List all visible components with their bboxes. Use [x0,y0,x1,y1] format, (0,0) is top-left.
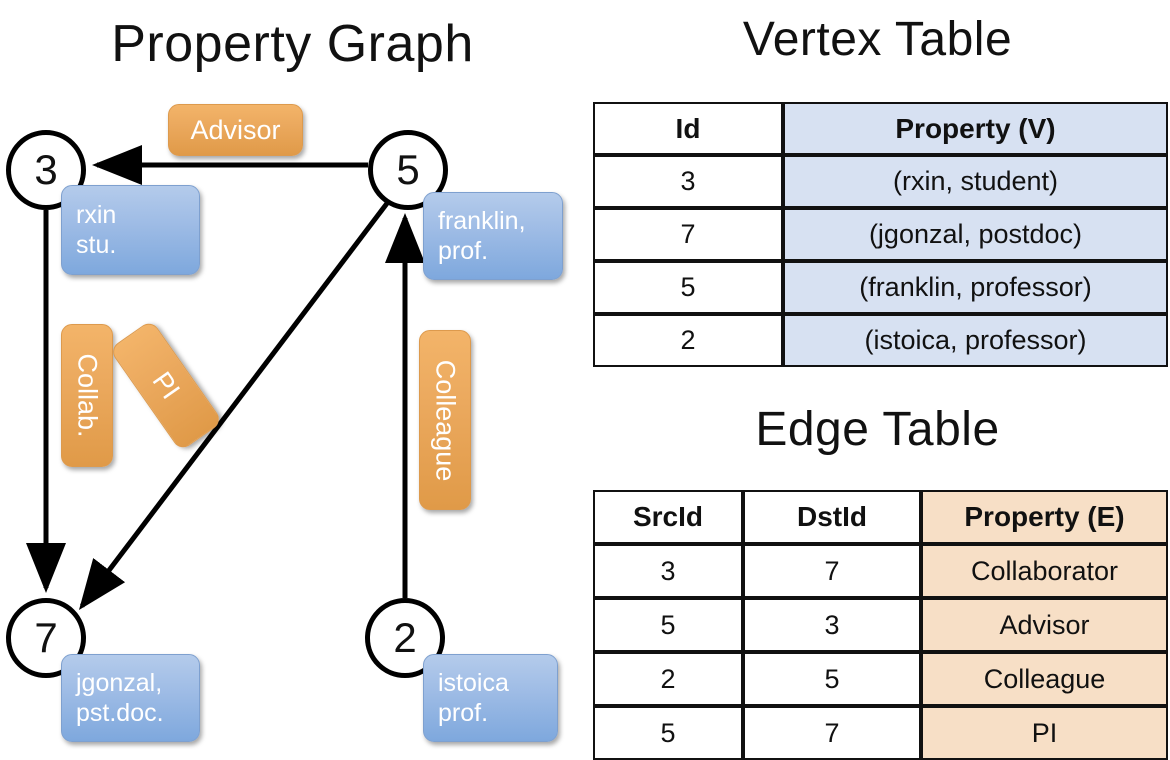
vertex-row-2-id: 5 [593,261,783,314]
edge-table-col-dstid: DstId [743,490,921,544]
vertex-row-3-id: 2 [593,314,783,367]
edge-5-to-7 [78,200,390,610]
vertex-table: Id Property (V) 3 (rxin, student) 7 (jgo… [593,102,1168,367]
graph-edges [26,145,425,610]
edge-row-3-src: 5 [593,706,743,760]
property-graph-title: Property Graph [111,15,474,73]
edge-label-colleague: Colleague [419,330,471,510]
vertex-property-box-7: jgonzal, pst.doc. [61,654,200,742]
vertex-property-box-2: istoica prof. [423,654,558,742]
edge-row-0-property: Collaborator [921,544,1168,598]
edge-row-1-src: 5 [593,598,743,652]
vertex-property-box-5: franklin, prof. [423,192,563,280]
edge-table-title: Edge Table [755,403,1000,456]
vertex-property-7-line-1: jgonzal, [76,668,163,697]
edge-row-0-src: 3 [593,544,743,598]
vertex-node-2[interactable]: 2 [365,598,445,678]
edge-label-collab-text: Collab. [72,353,103,438]
vertex-table-title: Vertex Table [742,13,1013,66]
edge-label-advisor: Advisor [168,104,303,156]
edge-label-pi-text: PI [146,366,187,405]
table-row: 2 5 Colleague [593,652,1168,706]
edge-label-collab: Collab. [61,324,113,467]
vertex-row-1-property: (jgonzal, postdoc) [783,208,1168,261]
table-row: 3 7 Collaborator [593,544,1168,598]
vertex-node-5[interactable]: 5 [368,130,448,210]
vertex-row-2-property: (franklin, professor) [783,261,1168,314]
vertex-property-2-line-2: prof. [438,699,489,727]
vertex-property-box-3: rxin stu. [61,185,200,275]
edge-row-1-property: Advisor [921,598,1168,652]
edge-row-3-dst: 7 [743,706,921,760]
table-row: 2 (istoica, professor) [593,314,1168,367]
vertex-row-3-property: (istoica, professor) [783,314,1168,367]
vertex-node-2-label: 2 [393,614,417,661]
vertex-property-5-line-1: franklin, [438,206,526,235]
edge-row-1-dst: 3 [743,598,921,652]
edge-table-header-row: SrcId DstId Property (E) [593,490,1168,544]
table-row: 3 (rxin, student) [593,155,1168,208]
table-row: 7 (jgonzal, postdoc) [593,208,1168,261]
edge-row-2-dst: 5 [743,652,921,706]
vertex-property-2-line-1: istoica [438,668,509,697]
edge-table: SrcId DstId Property (E) 3 7 Collaborato… [593,490,1168,760]
edge-label-colleague-text: Colleague [430,359,461,481]
vertex-table-col-id: Id [593,102,783,155]
vertex-table-col-property: Property (V) [783,102,1168,155]
edge-table-col-srcid: SrcId [593,490,743,544]
vertex-property-7-line-2: pst.doc. [76,699,164,727]
edge-row-2-property: Colleague [921,652,1168,706]
vertex-node-3-label: 3 [34,146,58,193]
vertex-row-1-id: 7 [593,208,783,261]
vertex-node-7-label: 7 [34,614,58,661]
vertex-node-5-label: 5 [396,146,420,193]
property-graph-diagram: 3 5 7 2 rxin stu. franklin, prof. jgonza… [6,104,563,742]
edge-table-col-property: Property (E) [921,490,1168,544]
edge-row-3-property: PI [921,706,1168,760]
vertex-property-3-line-2: stu. [76,231,117,259]
vertex-property-5-line-2: prof. [438,237,489,265]
edge-label-advisor-text: Advisor [190,114,281,145]
table-row: 5 (franklin, professor) [593,261,1168,314]
edge-row-2-src: 2 [593,652,743,706]
vertex-table-header-row: Id Property (V) [593,102,1168,155]
vertex-row-0-property: (rxin, student) [783,155,1168,208]
vertex-property-3-line-1: rxin [76,200,117,229]
vertex-row-0-id: 3 [593,155,783,208]
table-row: 5 7 PI [593,706,1168,760]
edge-row-0-dst: 7 [743,544,921,598]
table-row: 5 3 Advisor [593,598,1168,652]
